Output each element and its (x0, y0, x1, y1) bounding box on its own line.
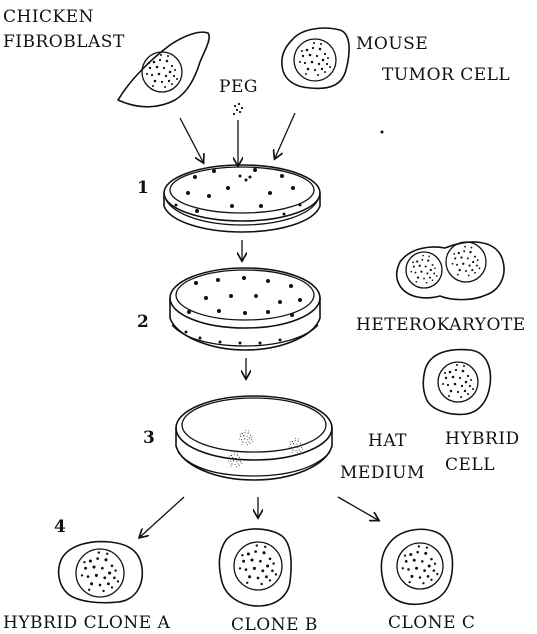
peg-label: PEG (219, 77, 258, 97)
peg-droplet (233, 103, 243, 115)
petri-dish-1 (164, 165, 320, 232)
hat-medium-label-line1: HAT (368, 431, 407, 451)
arrow-to-clone-a (140, 497, 184, 537)
hat-medium-label-line2: MEDIUM (340, 463, 425, 483)
clone-b-cell (219, 529, 291, 606)
heterokaryote-label: HETEROKARYOTE (356, 315, 526, 335)
hybrid-cell (423, 350, 490, 415)
mouse-tumor-label-line2: TUMOR CELL (382, 65, 510, 85)
step-3-number: 3 (143, 428, 155, 448)
clone-a-cell (59, 542, 143, 603)
heterokaryote-cell (397, 242, 504, 300)
step-1-number: 1 (137, 178, 149, 198)
clone-b-label: CLONE B (231, 615, 318, 634)
chicken-fibroblast-cell (118, 32, 209, 107)
arrow-to-clone-c (338, 497, 378, 520)
step-4-number: 4 (54, 517, 66, 537)
arrow-tumor-to-dish (275, 113, 295, 158)
hybrid-clone-a-label: HYBRID CLONE A (3, 613, 171, 633)
arrow-fibroblast-to-dish (180, 118, 203, 162)
mouse-tumor-label-line1: MOUSE (356, 34, 428, 54)
mouse-tumor-cell (282, 28, 349, 88)
clone-c-label: CLONE C (388, 613, 475, 633)
clone-c-cell (381, 529, 452, 604)
hybrid-cell-label-line2: CELL (445, 455, 495, 475)
petri-dish-3 (176, 396, 332, 480)
chicken-fibroblast-label-line2: FIBROBLAST (3, 32, 125, 52)
step-2-number: 2 (137, 312, 149, 332)
chicken-fibroblast-label-line1: CHICKEN (3, 7, 94, 27)
stray-mark (381, 131, 384, 134)
hybrid-cell-label-line1: HYBRID (445, 429, 520, 449)
petri-dish-2 (170, 268, 320, 350)
